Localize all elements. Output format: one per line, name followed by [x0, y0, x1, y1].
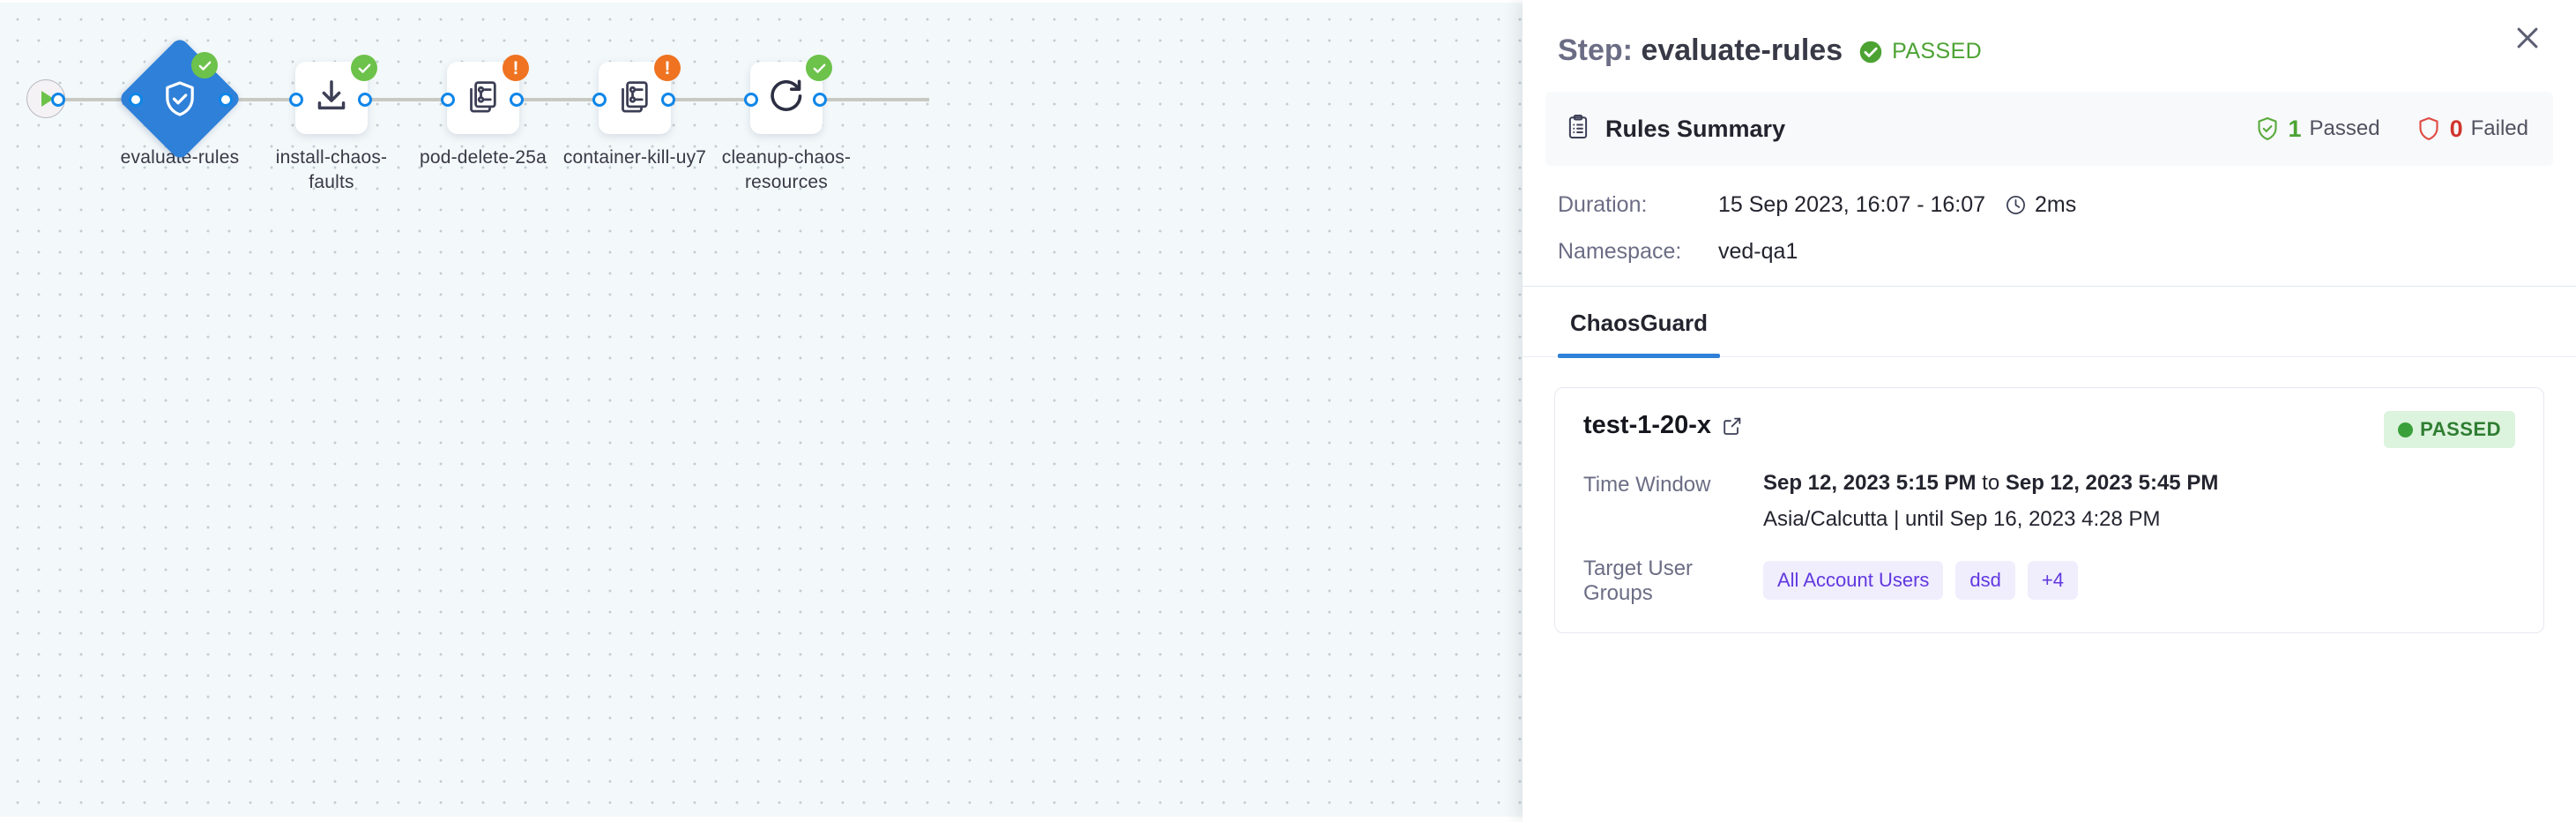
shield-icon [2419, 116, 2438, 140]
chaos-fault-icon [616, 78, 653, 119]
duration-elapsed-group: 2ms [2005, 192, 2076, 218]
play-icon [41, 91, 54, 107]
step-details-panel: Step: evaluate-rules PASSED [1523, 0, 2576, 822]
node-port[interactable] [358, 93, 372, 107]
namespace-value: ved-qa1 [1718, 239, 1798, 264]
time-window-label: Time Window [1583, 473, 1711, 497]
pipeline-node-container-kill-uy7[interactable]: ! [599, 55, 681, 134]
external-link-icon[interactable] [1722, 415, 1743, 437]
time-window-separator: to [1982, 471, 2000, 495]
node-port[interactable] [510, 93, 524, 107]
rules-summary-title: Rules Summary [1605, 115, 1786, 142]
shield-check-icon [128, 47, 232, 151]
node-port[interactable] [289, 93, 303, 107]
download-icon [312, 77, 351, 120]
tab-chaosguard[interactable]: ChaosGuard [1558, 287, 1721, 358]
check-circle-icon [1859, 41, 1882, 63]
card-header: test-1-20-x PASSED [1583, 411, 2515, 448]
node-status-badge-warning: ! [654, 55, 681, 81]
pipeline-node-cleanup-chaos-resources[interactable] [750, 55, 832, 134]
connector-rail [825, 98, 929, 101]
duration-row: Duration: 15 Sep 2023, 16:07 - 16:07 2ms [1558, 192, 2541, 218]
connector-rail [674, 98, 778, 101]
rules-failed-stat: 0 Failed [2416, 115, 2528, 143]
connector-rail [370, 98, 476, 101]
connector-rail [58, 98, 146, 101]
clock-icon [2006, 196, 2025, 214]
step-meta: Duration: 15 Sep 2023, 16:07 - 16:07 2ms… [1523, 166, 2576, 265]
rules-passed-label: Passed [2309, 116, 2380, 140]
rules-failed-count: 0 [2449, 115, 2463, 142]
pipeline-node-label: pod-delete-25a [419, 147, 547, 168]
canvas-bottom-edge [0, 817, 1523, 822]
time-window-value: Sep 12, 2023 5:15 PM to Sep 12, 2023 5:4… [1763, 471, 2218, 532]
status-badge: PASSED [1858, 39, 1982, 64]
panel-header: Step: evaluate-rules PASSED [1523, 0, 2576, 85]
refresh-icon [766, 76, 807, 121]
card-status-badge: PASSED [2384, 411, 2515, 448]
node-port[interactable] [51, 93, 65, 107]
shield-check-icon [2257, 116, 2277, 140]
node-status-badge-success [806, 55, 832, 81]
tab-label: ChaosGuard [1570, 310, 1709, 336]
chaosguard-result-card: test-1-20-x PASSED Time Window Sep 12, 2… [1554, 387, 2544, 633]
duration-range: 15 Sep 2023, 16:07 - 16:07 [1718, 192, 1986, 217]
pipeline-node-label: container-kill-uy7 [562, 147, 707, 168]
panel-title-name: evaluate-rules [1641, 34, 1843, 67]
rules-summary-bar: Rules Summary 1 Passed 0 Failed [1545, 92, 2553, 166]
card-title: test-1-20-x [1583, 411, 1712, 439]
panel-tabs: ChaosGuard [1523, 286, 2576, 358]
node-status-badge-success [191, 52, 218, 78]
rules-passed-stat: 1 Passed [2254, 115, 2380, 143]
node-port[interactable] [219, 93, 233, 107]
pipeline-node-evaluate-rules[interactable] [117, 36, 242, 161]
pipeline-node-label: install-chaos- faults [275, 147, 388, 193]
user-group-tag[interactable]: All Account Users [1763, 561, 1944, 600]
user-group-overflow-tag[interactable]: +4 [2027, 561, 2078, 600]
clipboard-icon [1565, 114, 1591, 145]
node-port[interactable] [813, 93, 827, 107]
time-window-row: Time Window Sep 12, 2023 5:15 PM to Sep … [1583, 471, 2515, 532]
node-status-badge-success [351, 55, 377, 81]
chaos-fault-icon [465, 78, 502, 119]
exclamation-glyph: ! [512, 57, 519, 78]
status-badge-label: PASSED [1892, 39, 1983, 64]
panel-title-prefix: Step: [1558, 34, 1633, 67]
target-user-groups-row: Target User Groups All Account Users dsd… [1583, 555, 2515, 606]
rules-passed-count: 1 [2288, 115, 2302, 142]
namespace-label: Namespace: [1558, 239, 1682, 264]
connector-rail [522, 98, 626, 101]
card-title-link[interactable]: test-1-20-x [1583, 411, 1743, 440]
node-port[interactable] [661, 93, 675, 107]
target-user-groups-tags: All Account Users dsd +4 [1763, 555, 2078, 606]
rules-summary-counts: 1 Passed 0 Failed [2254, 115, 2535, 143]
node-status-badge-warning: ! [503, 55, 529, 81]
duration-value: 15 Sep 2023, 16:07 - 16:07 2ms [1718, 192, 2076, 218]
pipeline-canvas[interactable]: evaluate-rules install-chaos- faults [0, 0, 1523, 822]
node-port[interactable] [592, 93, 607, 107]
namespace-row: Namespace: ved-qa1 [1558, 239, 2541, 265]
card-status-label: PASSED [2420, 418, 2501, 440]
node-port[interactable] [744, 93, 758, 107]
user-group-tag[interactable]: dsd [1955, 561, 2015, 600]
duration-label: Duration: [1558, 192, 1648, 217]
connector-rail [217, 98, 323, 101]
pipeline-node-label: cleanup-chaos- resources [721, 147, 852, 193]
time-window-timezone: Asia/Calcutta | until Sep 16, 2023 4:28 … [1763, 507, 2161, 531]
rules-summary-left: Rules Summary [1565, 114, 1785, 145]
node-port[interactable] [441, 93, 455, 107]
pipeline-node-pod-delete-25a[interactable]: ! [447, 55, 529, 134]
pipeline-node-install-chaos-faults[interactable] [295, 55, 377, 134]
time-window-end: Sep 12, 2023 5:45 PM [2005, 471, 2219, 495]
duration-elapsed: 2ms [2035, 192, 2077, 217]
rules-failed-label: Failed [2470, 116, 2528, 140]
target-user-groups-label: Target User Groups [1583, 557, 1694, 605]
close-icon[interactable] [2504, 14, 2551, 62]
page-title: Step: evaluate-rules [1558, 34, 1843, 68]
time-window-start: Sep 12, 2023 5:15 PM [1763, 471, 1977, 495]
canvas-top-edge [0, 0, 1523, 3]
exclamation-glyph: ! [664, 57, 671, 78]
status-dot-icon [2398, 422, 2414, 437]
node-port[interactable] [129, 93, 143, 107]
